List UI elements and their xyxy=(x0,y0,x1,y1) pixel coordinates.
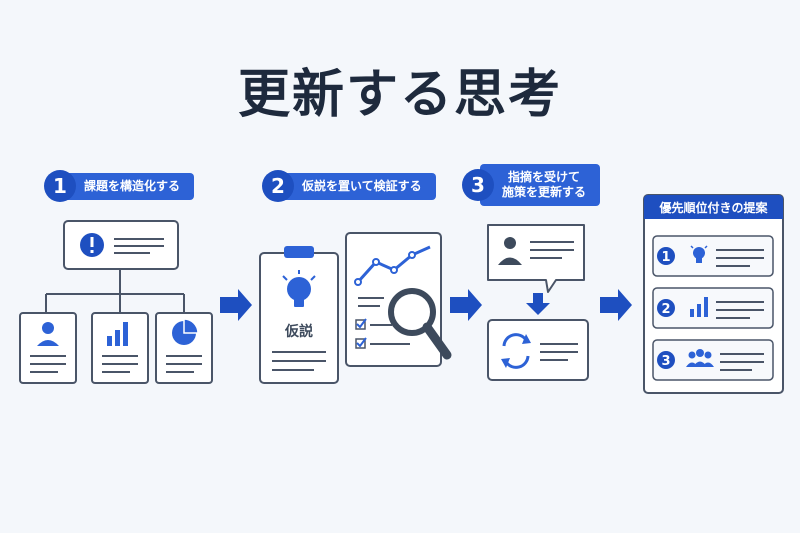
step-2-label: 2 仮説を置いて検証する xyxy=(262,170,436,202)
pie-chart-icon xyxy=(172,318,199,345)
bar-chart-icon xyxy=(107,322,128,346)
priority-item-3: 3 xyxy=(652,339,774,381)
step-1-label: 1 課題を構造化する xyxy=(44,170,195,202)
step-3-number: 3 xyxy=(462,169,494,201)
step-1-number: 1 xyxy=(44,170,76,202)
issue-card xyxy=(63,220,179,270)
magnifier-icon xyxy=(388,288,452,360)
person-card xyxy=(19,312,77,384)
priority-panel: 1 2 xyxy=(643,194,784,394)
priority-item-3-number: 3 xyxy=(661,354,670,369)
page-title: 更新する思考 xyxy=(237,65,562,125)
verification-document xyxy=(345,232,452,367)
tree-connectors xyxy=(45,269,185,313)
pie-card xyxy=(155,312,213,384)
priority-item-1: 1 xyxy=(652,235,774,277)
arrow-right-icon xyxy=(600,289,632,321)
lightbulb-icon xyxy=(282,270,316,307)
step-2-text: 仮説を置いて検証する xyxy=(280,172,436,200)
person-icon xyxy=(498,237,522,265)
arrow-right-icon xyxy=(220,289,252,321)
priority-item-2: 2 xyxy=(652,287,774,329)
alert-icon xyxy=(80,233,104,257)
lightbulb-icon xyxy=(690,245,708,263)
step-1-text: 課題を構造化する xyxy=(62,172,195,200)
hypothesis-clipboard xyxy=(259,246,339,384)
step-3-label: 3 指摘を受けて 施策を更新する xyxy=(462,164,601,206)
bar-chart-icon xyxy=(690,297,708,317)
arrow-down-icon xyxy=(526,293,550,315)
arrow-right-icon xyxy=(450,289,482,321)
priority-panel-title: 優先順位付きの提案 xyxy=(644,195,783,219)
step-3-text: 指摘を受けて 施策を更新する xyxy=(480,164,601,206)
hypothesis-label: 仮説 xyxy=(285,324,313,340)
checkbox-icon xyxy=(355,337,367,349)
person-icon xyxy=(37,322,59,346)
feedback-bubble xyxy=(487,224,585,293)
checkbox-icon xyxy=(355,318,367,330)
refresh-icon xyxy=(501,333,531,369)
update-card xyxy=(487,319,589,381)
priority-item-2-number: 2 xyxy=(661,302,670,317)
step-2-number: 2 xyxy=(262,170,294,202)
people-icon xyxy=(686,349,714,367)
priority-item-1-number: 1 xyxy=(661,250,670,265)
chart-card xyxy=(91,312,149,384)
